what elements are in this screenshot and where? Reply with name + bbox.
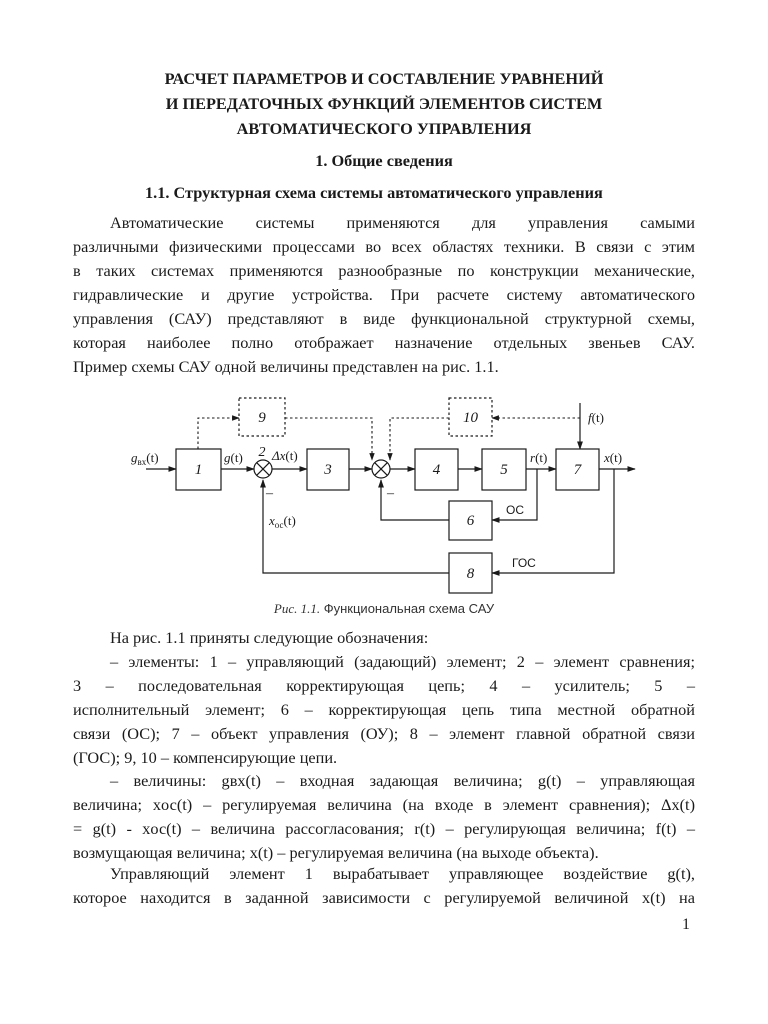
text-line: На рис. 1.1 приняты следующие обозначени…	[110, 628, 429, 647]
quantities-paragraph: – величины: gвх(t) – входная задающая ве…	[73, 769, 695, 865]
signal-dx: Δx(t)	[271, 448, 298, 463]
section-heading: 1. Общие сведения	[315, 151, 453, 170]
comparator-number: 2	[259, 445, 266, 460]
block-3	[306, 448, 350, 491]
subsection-heading: 1.1. Структурная схема системы автоматич…	[145, 183, 603, 202]
text-line: = g(t) - xос(t) – величина рассогласован…	[73, 819, 695, 838]
block-8-label: 8	[467, 566, 475, 582]
text-line: 3 – последовательная корректирующая цепь…	[73, 676, 695, 695]
elements-paragraph: – элементы: 1 – управляющий (задающий) э…	[73, 650, 695, 770]
block-9-label: 9	[258, 410, 266, 426]
page-title: РАСЧЕТ ПАРАМЕТРОВ И СОСТАВЛЕНИЕ УРАВНЕНИ…	[60, 66, 708, 141]
sau-functional-diagram: 1 3 4 5 7 6 8 9 10 2 gвх(t) g(t) Δx(t) r…	[131, 397, 636, 594]
block-5	[481, 448, 527, 491]
text-line: – элементы: 1 – управляющий (задающий) э…	[110, 652, 695, 671]
block-5-label: 5	[500, 462, 508, 478]
blocks	[175, 397, 600, 594]
block-1-label: 1	[195, 462, 203, 478]
title-line-1: РАСЧЕТ ПАРАМЕТРОВ И СОСТАВЛЕНИЕ УРАВНЕНИ…	[164, 69, 604, 88]
intro-paragraph: Автоматические системы применяются для у…	[73, 211, 695, 379]
text-line: связи (ОС); 7 – объект управления (ОУ); …	[73, 724, 695, 743]
signal-r: r(t)	[530, 450, 547, 465]
text-line: (ГОС); 9, 10 – компенсирующие цепи.	[73, 748, 338, 767]
text-line: управления (САУ) представляют в виде фун…	[73, 309, 695, 328]
closing-paragraph: Управляющий элемент 1 вырабатывает управ…	[73, 862, 695, 910]
title-line-2: И ПЕРЕДАТОЧНЫХ ФУНКЦИЙ ЭЛЕМЕНТОВ СИСТЕМ	[165, 94, 603, 113]
block-4	[414, 448, 459, 491]
block-6	[448, 500, 493, 541]
label-os: ОС	[506, 503, 524, 517]
title-line-3: АВТОМАТИЧЕСКОГО УПРАВЛЕНИЯ	[236, 119, 532, 138]
block-7	[555, 448, 600, 491]
solid-links	[146, 403, 636, 576]
minus-sign-summing: –	[386, 486, 395, 501]
page-number: 1	[682, 916, 690, 933]
signal-labels: gвх(t) g(t) Δx(t) r(t) x(t) f(t) xос(t) …	[131, 410, 622, 570]
block-10	[448, 397, 493, 437]
block-9	[238, 397, 286, 437]
signal-x: x(t)	[603, 450, 622, 465]
block-6-label: 6	[467, 513, 475, 529]
text-line: Пример схемы САУ одной величины представ…	[73, 357, 499, 376]
label-gos: ГОС	[512, 556, 536, 570]
text-line: исполнительный элемент; 6 – корректирующ…	[73, 700, 695, 719]
text-line: различными физическими процессами во все…	[73, 237, 695, 256]
signal-g: g(t)	[224, 450, 243, 465]
text-line: гидравлические и другие устройства. При …	[73, 285, 695, 304]
block-10-label: 10	[463, 410, 479, 426]
figure-caption: Рис. 1.1. Функциональная схема САУ	[0, 600, 768, 618]
text-line: величина; xос(t) – регулируемая величина…	[73, 795, 695, 814]
text-line: в таких системах применяются разнообразн…	[73, 261, 695, 280]
text-line: возмущающая величина; x(t) – регулируема…	[73, 843, 599, 862]
block-labels: 1 3 4 5 7 6 8 9 10 2	[195, 410, 583, 582]
notation-intro: На рис. 1.1 приняты следующие обозначени…	[73, 626, 695, 650]
block-7-label: 7	[574, 462, 583, 478]
text-line: Управляющий элемент 1 вырабатывает управ…	[110, 864, 695, 883]
block-8	[448, 552, 493, 594]
compensating-links	[197, 415, 580, 461]
summing-junctions	[253, 459, 391, 479]
text-line: которое находится в заданной зависимости…	[73, 888, 695, 907]
signal-x-oc: xос(t)	[268, 513, 296, 530]
block-4-label: 4	[433, 462, 441, 478]
block-3-label: 3	[323, 462, 332, 478]
minus-sign-comparator: –	[265, 486, 274, 501]
caption-text: Функциональная схема САУ	[320, 601, 495, 616]
signal-g-in: gвх(t)	[131, 450, 159, 467]
block-1	[175, 448, 222, 491]
text-line: Автоматические системы применяются для у…	[110, 213, 695, 232]
caption-prefix: Рис. 1.1.	[273, 601, 321, 616]
text-line: которая наиболее полно отображает назнач…	[73, 333, 695, 352]
signal-f: f(t)	[588, 410, 604, 425]
text-line: – величины: gвх(t) – входная задающая ве…	[110, 771, 695, 790]
